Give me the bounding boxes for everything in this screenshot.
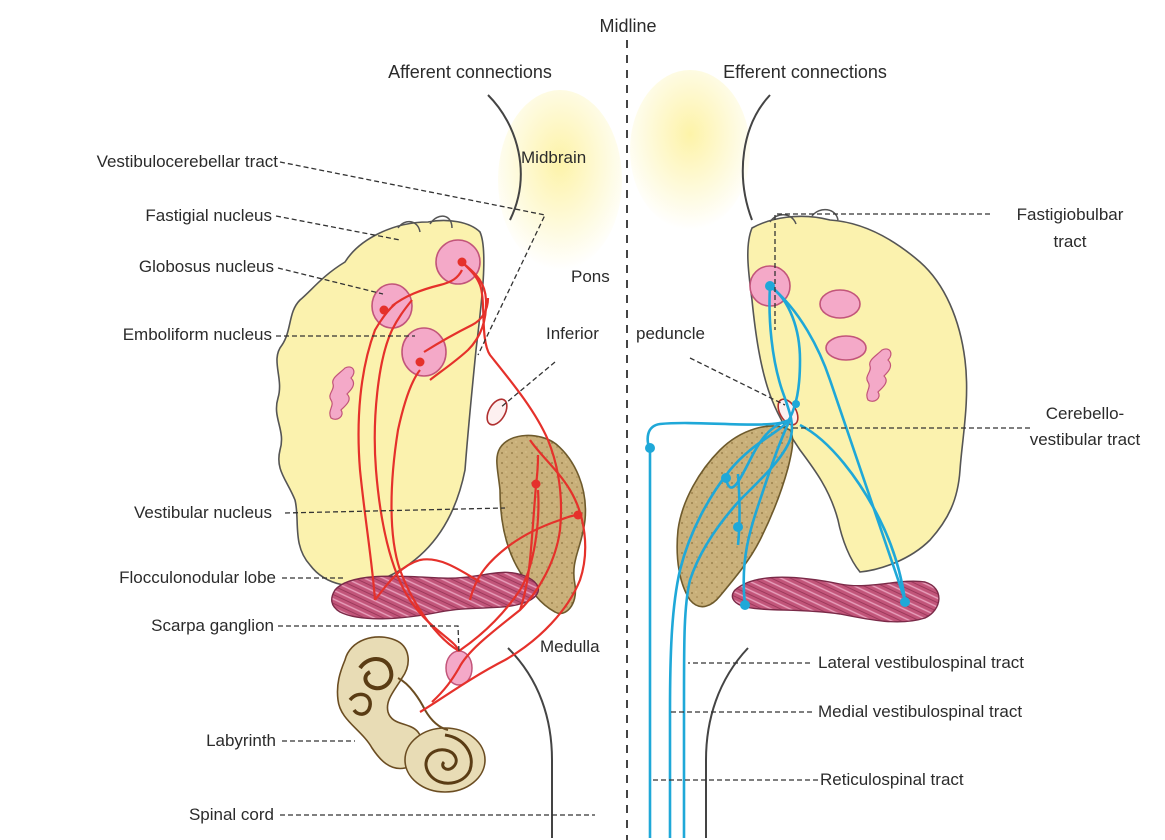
- reticulospinal-label: Reticulospinal tract: [820, 770, 964, 790]
- peduncle-label: peduncle: [636, 324, 705, 344]
- medulla-label: Medulla: [540, 637, 600, 657]
- brainstem-outline-left: [508, 648, 552, 838]
- inferior-peduncle-left: [483, 396, 511, 428]
- labyrinth-label: Labyrinth: [0, 731, 276, 751]
- midline-label: Midline: [578, 16, 678, 36]
- midbrain-label: Midbrain: [521, 148, 586, 168]
- flocculonodular-lobe-left: [332, 572, 539, 618]
- globosus-nucleus-right: [820, 290, 860, 318]
- midbrain-glow-left: [498, 90, 622, 270]
- brainstem-outline-right: [706, 648, 748, 838]
- emboliform-nucleus-label: Emboliform nucleus: [0, 325, 272, 345]
- scarpa-ganglion-label: Scarpa ganglion: [0, 616, 274, 636]
- fastigiobulbar-label-line1: Fastigiobulbar: [990, 205, 1150, 225]
- efferent-heading: Efferent connections: [680, 62, 930, 82]
- cerebellovestibular-label-line2: vestibular tract: [1010, 430, 1160, 450]
- globosus-nucleus-label: Globosus nucleus: [0, 257, 274, 277]
- left-hemisphere: [276, 90, 622, 838]
- afferent-heading: Afferent connections: [345, 62, 595, 82]
- spinal-cord-label: Spinal cord: [0, 805, 274, 825]
- emboliform-nucleus-right: [826, 336, 866, 360]
- vestibular-nucleus-label: Vestibular nucleus: [0, 503, 272, 523]
- lateral-vestibulospinal-label: Lateral vestibulospinal tract: [818, 653, 1024, 673]
- medial-vestibulospinal-label: Medial vestibulospinal tract: [818, 702, 1022, 722]
- right-hemisphere: [630, 70, 967, 838]
- vestibulocerebellar-tract-label: Vestibulocerebellar tract: [0, 152, 278, 172]
- fastigiobulbar-label-line2: tract: [990, 232, 1150, 252]
- midbrain-glow-right: [630, 70, 750, 230]
- flocculonodular-lobe-label: Flocculonodular lobe: [0, 568, 276, 588]
- cerebellovestibular-label-line1: Cerebello-: [1010, 404, 1160, 424]
- inferior-label: Inferior: [546, 324, 599, 344]
- fastigial-nucleus-label: Fastigial nucleus: [0, 206, 272, 226]
- pons-label: Pons: [571, 267, 610, 287]
